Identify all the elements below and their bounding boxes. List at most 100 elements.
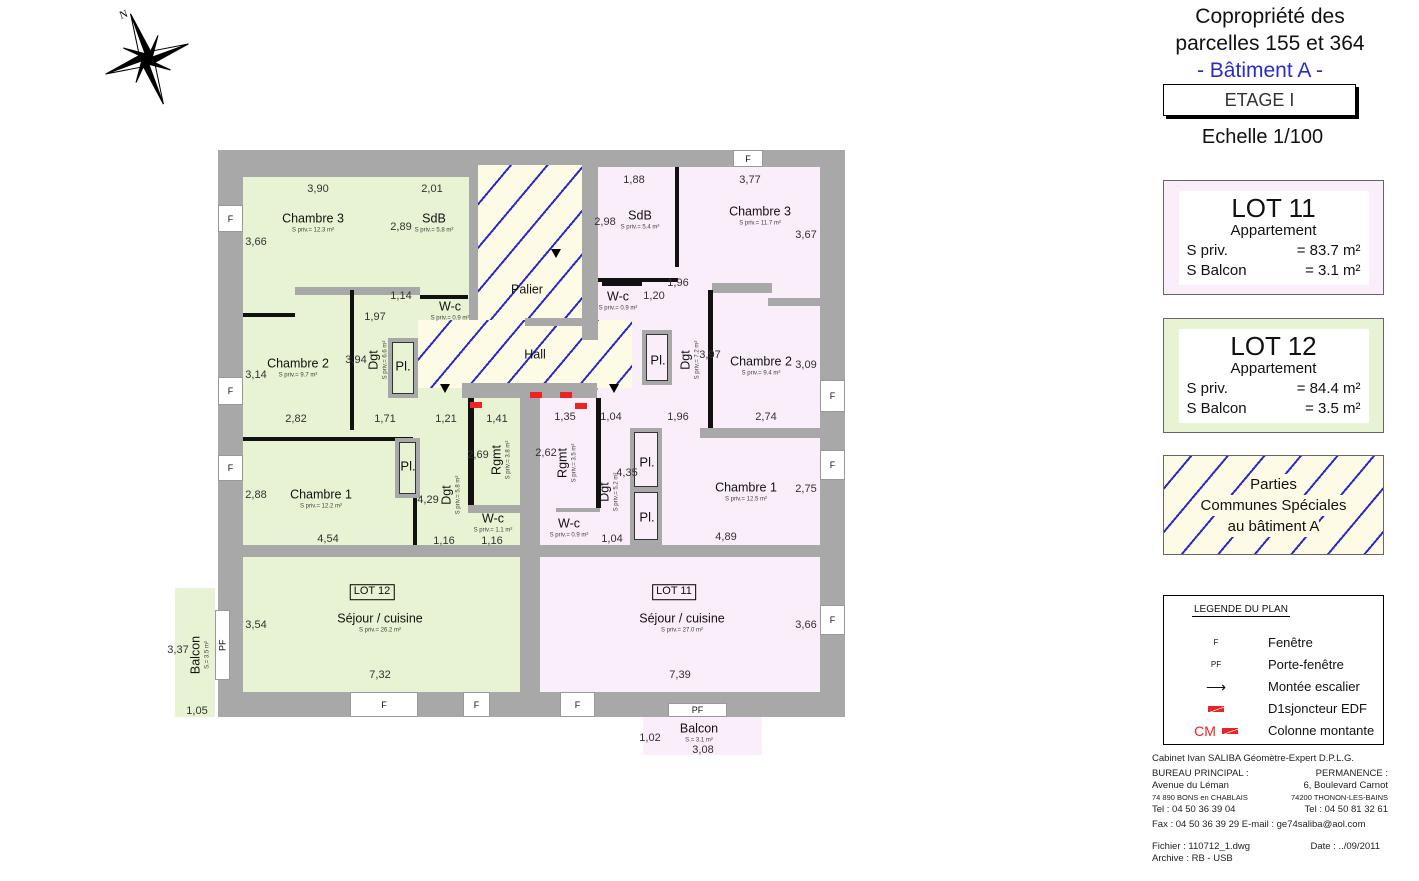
wall bbox=[768, 298, 820, 306]
dimension-label: 1,02 bbox=[639, 732, 661, 744]
closet bbox=[399, 442, 416, 494]
room-name: Pl. bbox=[639, 509, 655, 525]
wall bbox=[582, 165, 598, 340]
perm-address: 6, Boulevard Carnot bbox=[1303, 780, 1389, 791]
room-area: S priv.= 5.8 m² bbox=[455, 475, 462, 515]
room-area: S priv.= 26.2 m² bbox=[358, 627, 402, 634]
dimension-label: 3,09 bbox=[795, 359, 817, 371]
dimension-label: 1,96 bbox=[667, 411, 689, 423]
room-name: W-c bbox=[438, 299, 461, 314]
room-name: Pl. bbox=[395, 358, 411, 374]
wall bbox=[596, 398, 601, 508]
common-line2: Communes Spéciales bbox=[1200, 494, 1347, 516]
lot-type: Appartement bbox=[1230, 221, 1317, 239]
priv-label: S priv. bbox=[1186, 241, 1228, 259]
room-label: Palier bbox=[511, 282, 543, 299]
common-parts-legend: Parties Communes Spéciales au bâtiment A bbox=[1163, 455, 1384, 555]
stair-arrow-icon bbox=[440, 384, 450, 393]
legend-item-riser: CM Colonne montante bbox=[1164, 720, 1385, 742]
window-symbol: F bbox=[1213, 638, 1219, 647]
perm-phone: Tel : 04 50 81 32 61 bbox=[1304, 804, 1388, 815]
room-area: S priv.= 12.3 m² bbox=[291, 227, 335, 234]
legend-item-breaker: D1sjoncteur EDF bbox=[1164, 698, 1385, 720]
breaker-icon bbox=[1221, 728, 1238, 734]
legend-title: LEGENDE DU PLAN bbox=[1192, 604, 1290, 617]
wall bbox=[602, 282, 642, 286]
north-label: N bbox=[118, 8, 130, 22]
fax-email: Fax : 04 50 36 39 29 E-mail : ge74saliba… bbox=[1152, 819, 1366, 830]
dimension-label: 2,74 bbox=[755, 411, 777, 423]
compass-rose-icon: N bbox=[105, 8, 189, 105]
wall bbox=[469, 165, 478, 320]
french-window: PF bbox=[668, 703, 727, 717]
window: F bbox=[560, 692, 595, 717]
dimension-label: 7,39 bbox=[669, 669, 691, 681]
plan-date: Date : ../09/2011 bbox=[1310, 841, 1380, 852]
wall bbox=[243, 313, 295, 317]
dimension-label: 2,01 bbox=[421, 183, 443, 195]
room-name: Dgt bbox=[597, 482, 612, 502]
lot-name: LOT 11 bbox=[1231, 192, 1316, 223]
dimension-label: 3,67 bbox=[795, 229, 817, 241]
dimension-label: 1,88 bbox=[623, 174, 645, 186]
bureau-label: BUREAU PRINCIPAL : bbox=[1152, 768, 1249, 779]
wall bbox=[700, 428, 820, 438]
cabinet-name: Cabinet Ivan SALIBA Géomètre-Expert D.P.… bbox=[1152, 753, 1355, 764]
room-label: Pl. bbox=[639, 455, 654, 472]
dimension-label: 3,54 bbox=[245, 619, 267, 631]
stair-arrow-icon bbox=[551, 249, 561, 258]
building-name: - Bâtiment A - bbox=[1196, 59, 1324, 82]
room-name: Chambre 3 bbox=[729, 204, 791, 219]
window: F bbox=[463, 692, 490, 717]
breaker-icon bbox=[470, 402, 482, 408]
dimension-label: 1,16 bbox=[481, 535, 503, 547]
room-area: S priv.= 3.8 m² bbox=[505, 440, 512, 480]
priv-value: = 83.7 m² bbox=[1296, 241, 1361, 259]
window: F bbox=[218, 205, 243, 232]
room-area: S priv.= 0.9 m² bbox=[430, 315, 470, 322]
room-area: S priv.= 6.6 m² bbox=[382, 340, 389, 380]
perm-label: PERMANENCE : bbox=[1315, 768, 1388, 779]
dimension-label: 3,90 bbox=[307, 183, 329, 195]
dimension-label: 3,08 bbox=[692, 744, 714, 756]
dimension-label: 3,37 bbox=[167, 644, 189, 656]
dimension-label: 1,20 bbox=[643, 290, 665, 302]
dimension-label: 2,89 bbox=[390, 221, 412, 233]
room-area: S priv.= 3.5 m² bbox=[571, 443, 578, 483]
room-area: S.= 3.5 m² bbox=[204, 641, 211, 669]
room-label: Hall bbox=[524, 347, 546, 364]
dimension-label: 2,62 bbox=[535, 447, 557, 459]
dimension-label: 4,89 bbox=[715, 531, 737, 543]
lot-11-living bbox=[540, 557, 820, 692]
legend-label: Porte-fenêtre bbox=[1268, 657, 1344, 672]
wall bbox=[468, 505, 530, 513]
balcon-label: S Balcon bbox=[1186, 261, 1247, 279]
legend-label: Colonne montante bbox=[1268, 723, 1375, 738]
room-name: SdB bbox=[628, 208, 652, 223]
wall bbox=[525, 318, 582, 326]
riser-symbol: CM bbox=[1194, 723, 1216, 739]
room-name: Dgt bbox=[366, 350, 381, 370]
room-name: W-c bbox=[481, 511, 504, 526]
window: F bbox=[733, 150, 763, 167]
scale-label: Echelle 1/100 bbox=[1201, 126, 1324, 148]
floor-label: ETAGE I bbox=[1163, 84, 1356, 116]
window: F bbox=[218, 377, 243, 405]
room-name: W-c bbox=[606, 289, 629, 304]
common-line1: Parties bbox=[1250, 473, 1297, 495]
lot-type: Appartement bbox=[1230, 359, 1317, 377]
room-area: S priv.= 1.1 m² bbox=[473, 527, 513, 534]
